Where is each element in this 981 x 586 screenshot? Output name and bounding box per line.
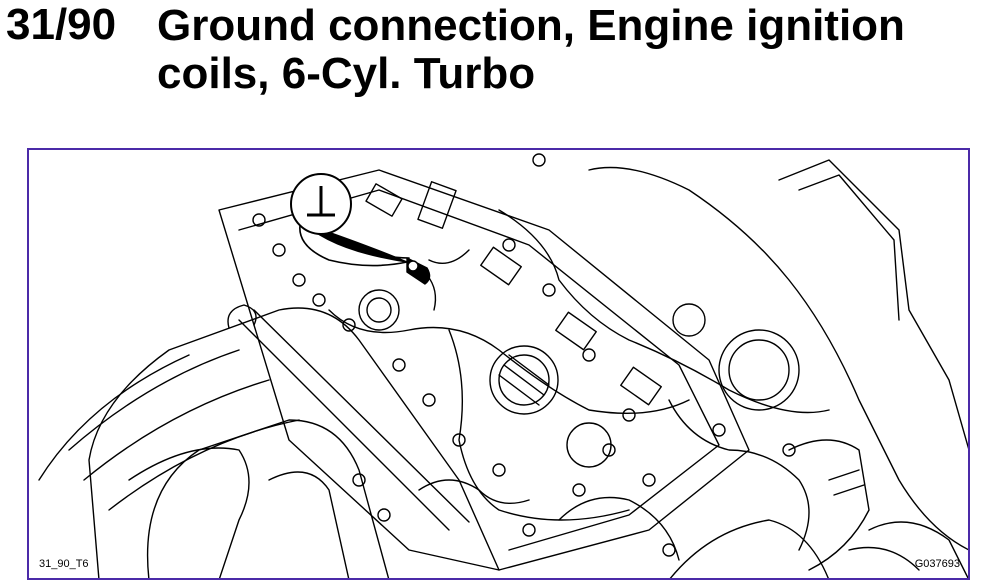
intake-manifold [38, 307, 500, 578]
title-line-1: Ground connection, Engine ignition [157, 1, 905, 50]
title-line-2: coils, 6-Cyl. Turbo [157, 49, 536, 98]
ground-symbol-icon [307, 186, 335, 217]
valve-cover [218, 169, 750, 571]
engine-block-right [588, 159, 968, 578]
section-number: 31/90 [6, 0, 117, 49]
engine-illustration [38, 153, 968, 578]
ground-terminal [406, 257, 437, 311]
ignition-coils [365, 181, 662, 406]
ground-callout [290, 173, 410, 267]
wiring-harness [328, 209, 830, 561]
figure-code-left: 31_90_T6 [39, 558, 89, 570]
page-title: Ground connection, Engine ignition coils… [157, 2, 967, 98]
engine-illustration-frame: 31_90_T6 G037693 [27, 148, 970, 580]
fuel-rail [227, 304, 470, 531]
bolts [252, 153, 796, 557]
figure-code-right: G037693 [914, 558, 960, 570]
